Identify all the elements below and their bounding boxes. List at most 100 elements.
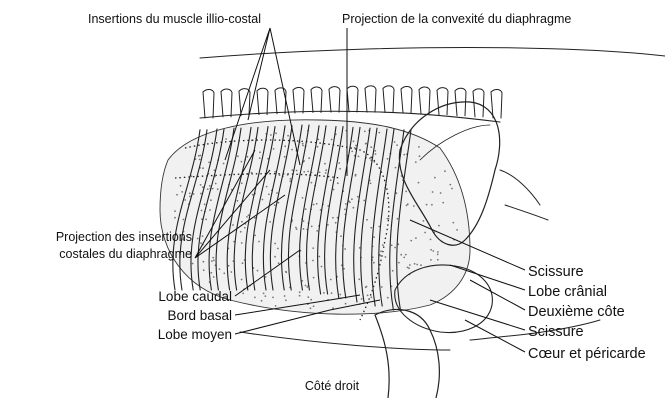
lung-texture-dot bbox=[254, 297, 256, 299]
label-illio-costal: Insertions du muscle illio-costal bbox=[88, 12, 261, 26]
lung-texture-dot bbox=[287, 135, 289, 137]
lung-texture-dot bbox=[363, 200, 365, 202]
lung-texture-dot bbox=[430, 249, 432, 251]
spinous-process bbox=[221, 89, 232, 117]
lung-texture-dot bbox=[381, 286, 383, 288]
lung-texture-dot bbox=[215, 183, 217, 185]
lung-texture-dot bbox=[382, 244, 384, 246]
lung-texture-dot bbox=[452, 222, 454, 224]
lung-texture-dot bbox=[312, 247, 314, 249]
lung-texture-dot bbox=[273, 148, 275, 150]
spinous-process bbox=[437, 88, 448, 115]
lung-texture-dot bbox=[290, 178, 292, 180]
lung-texture-dot bbox=[431, 204, 433, 206]
lung-texture-dot bbox=[430, 239, 432, 241]
lung-texture-dot bbox=[257, 270, 259, 272]
lung-texture-dot bbox=[444, 170, 446, 172]
lung-texture-dot bbox=[274, 256, 276, 258]
lung-texture-dot bbox=[351, 198, 353, 200]
skin-line-dorsal bbox=[200, 47, 665, 58]
lung-texture-dot bbox=[316, 230, 318, 232]
lung-texture-dot bbox=[310, 307, 312, 309]
lung-texture-dot bbox=[200, 193, 202, 195]
lung-texture-dot bbox=[244, 227, 246, 229]
leader-coeur bbox=[465, 320, 525, 352]
lung-texture-dot bbox=[199, 155, 201, 157]
lung-texture-dot bbox=[307, 171, 309, 173]
lung-texture-dot bbox=[269, 221, 271, 223]
lung-texture-dot bbox=[406, 205, 408, 207]
lung-texture-dot bbox=[418, 182, 420, 184]
lung-texture-dot bbox=[319, 171, 321, 173]
lung-texture-dot bbox=[259, 151, 261, 153]
lung-texture-dot bbox=[408, 267, 410, 269]
spinous-process bbox=[203, 89, 214, 118]
lung-texture-dot bbox=[197, 238, 199, 240]
lung-texture-dot bbox=[265, 276, 267, 278]
lung-texture-dot bbox=[339, 168, 341, 170]
lung-texture-dot bbox=[259, 157, 261, 159]
lung-texture-dot bbox=[437, 254, 439, 256]
lung-texture-dot bbox=[432, 250, 434, 252]
lung-texture-dot bbox=[387, 297, 389, 299]
lung-texture-dot bbox=[202, 186, 204, 188]
lung-texture-dot bbox=[373, 262, 375, 264]
lung-texture-dot bbox=[410, 240, 412, 242]
lung-texture-dot bbox=[241, 242, 243, 244]
lung-texture-dot bbox=[449, 184, 451, 186]
lung-texture-dot bbox=[291, 149, 293, 151]
lung-texture-dot bbox=[192, 263, 194, 265]
lung-texture-dot bbox=[252, 194, 254, 196]
lung-texture-dot bbox=[263, 293, 265, 295]
spinous-process bbox=[419, 87, 430, 114]
spinous-process bbox=[311, 87, 322, 112]
lung-texture-dot bbox=[353, 140, 355, 142]
lung-texture-dot bbox=[396, 192, 398, 194]
lung-texture-dot bbox=[174, 210, 176, 212]
lung-texture-dot bbox=[361, 298, 363, 300]
lung-texture-dot bbox=[262, 199, 264, 201]
lung-texture-dot bbox=[456, 229, 458, 231]
lung-texture-dot bbox=[316, 203, 318, 205]
lung-texture-dot bbox=[345, 203, 347, 205]
lung-texture-dot bbox=[313, 204, 315, 206]
lung-texture-dot bbox=[198, 155, 200, 157]
lung-texture-dot bbox=[275, 305, 277, 307]
lung-texture-dot bbox=[370, 296, 372, 298]
lung-texture-dot bbox=[285, 299, 287, 301]
lung-texture-dot bbox=[305, 208, 307, 210]
lung-texture-dot bbox=[209, 185, 211, 187]
lung-texture-dot bbox=[353, 207, 355, 209]
lung-texture-dot bbox=[327, 224, 329, 226]
lung-texture-dot bbox=[312, 260, 314, 262]
lung-texture-dot bbox=[373, 236, 375, 238]
lung-texture-dot bbox=[370, 227, 372, 229]
lung-texture-dot bbox=[258, 241, 260, 243]
lung-texture-dot bbox=[241, 182, 243, 184]
lung-texture-dot bbox=[432, 191, 434, 193]
lung-texture-dot bbox=[405, 254, 407, 256]
lung-texture-dot bbox=[415, 237, 417, 239]
lung-texture-dot bbox=[395, 167, 397, 169]
lung-texture-dot bbox=[403, 154, 405, 156]
lung-texture-dot bbox=[285, 271, 287, 273]
lung-texture-dot bbox=[284, 156, 286, 158]
lung-texture-dot bbox=[313, 305, 315, 307]
lung-texture-dot bbox=[374, 150, 376, 152]
lung-texture-dot bbox=[366, 219, 368, 221]
lung-texture-dot bbox=[311, 182, 313, 184]
lung-texture-dot bbox=[295, 227, 297, 229]
lung-texture-dot bbox=[364, 131, 366, 133]
lung-texture-dot bbox=[189, 192, 191, 194]
lung-texture-dot bbox=[272, 297, 274, 299]
lung-texture-dot bbox=[317, 139, 319, 141]
lung-texture-dot bbox=[388, 218, 390, 220]
lung-texture-dot bbox=[324, 163, 326, 165]
spinous-process bbox=[491, 89, 502, 118]
lung-texture-dot bbox=[248, 214, 250, 216]
lung-texture-dot bbox=[355, 175, 357, 177]
lung-texture-dot bbox=[232, 224, 234, 226]
lung-texture-dot bbox=[203, 269, 205, 271]
lung-texture-dot bbox=[200, 242, 202, 244]
